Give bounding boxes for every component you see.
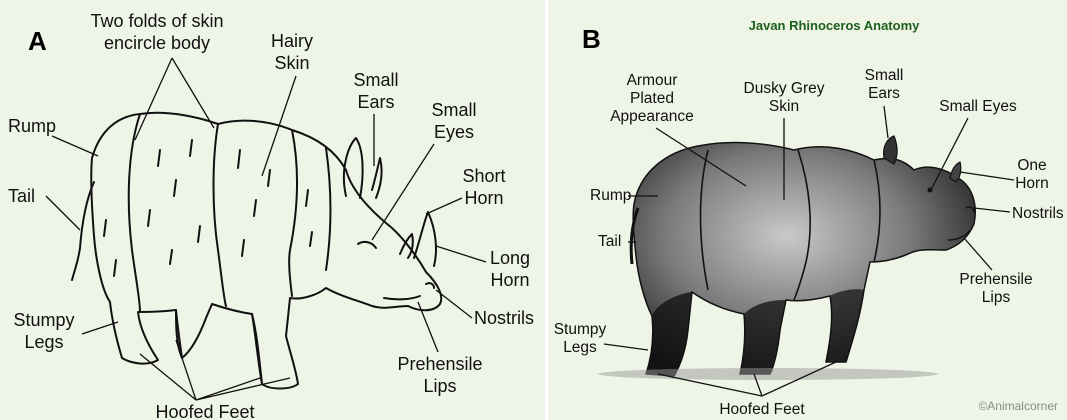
label-small-ears-line1: Small [353,70,398,90]
pointer-hairy-skin [262,76,296,176]
label-hoofed-a: Hoofed Feet [155,402,254,420]
panel-b-letter: B [582,24,601,54]
label-one-horn-line1: One [1017,157,1046,174]
pointer-prehensile-b [964,238,992,270]
label-one-horn-line2: Horn [1015,175,1049,192]
label-small-ears-b-line1: Small [865,67,904,84]
pointer-nostrils-b [974,208,1010,212]
label-armour-line1: Armour [627,72,678,89]
diagram-title-b: Javan Rhinoceros Anatomy [749,18,921,33]
label-stumpy-b-line1: Stumpy [554,321,607,338]
label-dusky-line2: Skin [769,98,799,115]
label-prehensile-b-line1: Prehensile [959,271,1032,288]
pointer-small-ears-b [884,106,888,138]
label-armour-line3: Appearance [610,108,694,125]
label-stumpy-b-line2: Legs [563,339,597,356]
pointer-small-eyes-b [932,118,968,188]
pointer-stumpy-a [82,322,118,334]
label-hairy-line1: Hairy [271,31,313,51]
label-layer-b: B Javan Rhinoceros Anatomy Armour Plated… [548,0,1067,420]
pointer-armour [656,128,746,186]
label-rump-b: Rump [590,187,631,204]
pointer-one-horn [960,172,1014,180]
label-nostrils-a: Nostrils [474,308,534,328]
image-credit: ©Animalcorner [978,399,1058,413]
label-small-eyes-line1: Small [431,100,476,120]
label-short-horn-line2: Horn [464,188,503,208]
label-hoofed-b: Hoofed Feet [719,401,805,418]
label-layer-a: A Two folds of skin encircle body Hairy … [0,0,545,420]
label-dusky-line1: Dusky Grey [744,80,825,97]
pointer-short-horn [426,198,462,214]
panel-a: A Two folds of skin encircle body Hairy … [0,0,545,420]
label-armour-line2: Plated [630,90,674,107]
label-hairy-line2: Skin [274,53,309,73]
label-small-ears-b-line2: Ears [868,85,900,102]
label-small-ears-line2: Ears [357,92,394,112]
panel-b: B Javan Rhinoceros Anatomy Armour Plated… [548,0,1067,420]
panel-a-letter: A [28,26,47,56]
label-rump-a: Rump [8,116,56,136]
label-long-horn-line2: Horn [490,270,529,290]
pointer-two-folds [135,58,214,140]
label-small-eyes-b: Small Eyes [939,98,1017,115]
pointer-rump-a [52,136,98,156]
label-small-eyes-line2: Eyes [434,122,474,142]
label-two-folds-line2: encircle body [104,33,210,53]
pointer-hoofed-a [140,340,290,400]
label-prehensile-line1: Prehensile [397,354,482,374]
label-tail-a: Tail [8,186,35,206]
pointer-long-horn [436,246,486,262]
label-stumpy-line1: Stumpy [13,310,74,330]
pointer-nostrils-a [436,290,472,318]
pointer-prehensile-a [418,302,438,352]
label-long-horn-line1: Long [490,248,530,268]
pointer-hoofed-b [658,362,836,396]
label-stumpy-line2: Legs [24,332,63,352]
pointer-small-eyes-a [372,144,434,240]
pointer-stumpy-b [604,344,648,350]
label-two-folds-line1: Two folds of skin [90,11,223,31]
label-prehensile-line2: Lips [423,376,456,396]
label-nostrils-b: Nostrils [1012,205,1064,222]
pointer-tail-a [46,196,80,230]
label-prehensile-b-line2: Lips [982,289,1011,306]
label-tail-b: Tail [598,233,621,250]
label-short-horn-line1: Short [462,166,505,186]
